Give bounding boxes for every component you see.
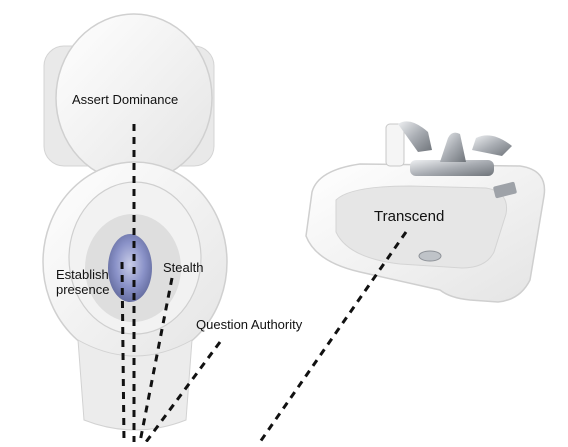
faucet-base (410, 160, 494, 176)
toilet-water (108, 234, 152, 302)
label-assert-dominance: Assert Dominance (72, 92, 179, 107)
sink-bowl (335, 185, 508, 269)
pointer-lines (120, 124, 408, 443)
line-stealth (138, 277, 174, 443)
label-question-authority: Question Authority (196, 317, 303, 332)
label-establish-presence: Establish presence (56, 267, 110, 297)
toilet (42, 13, 228, 431)
sink-drain (418, 250, 442, 262)
label-transcend: Transcend (374, 208, 445, 225)
label-stealth: Stealth (163, 260, 204, 275)
soap-dispenser (385, 123, 405, 167)
sink-overflow-plate (493, 181, 517, 199)
faucet-spout (440, 132, 466, 162)
line-establish-presence (120, 261, 126, 443)
line-transcend (258, 231, 408, 443)
faucet-left-handle (398, 121, 432, 152)
sink (305, 121, 546, 303)
faucet-right-handle (472, 135, 512, 156)
